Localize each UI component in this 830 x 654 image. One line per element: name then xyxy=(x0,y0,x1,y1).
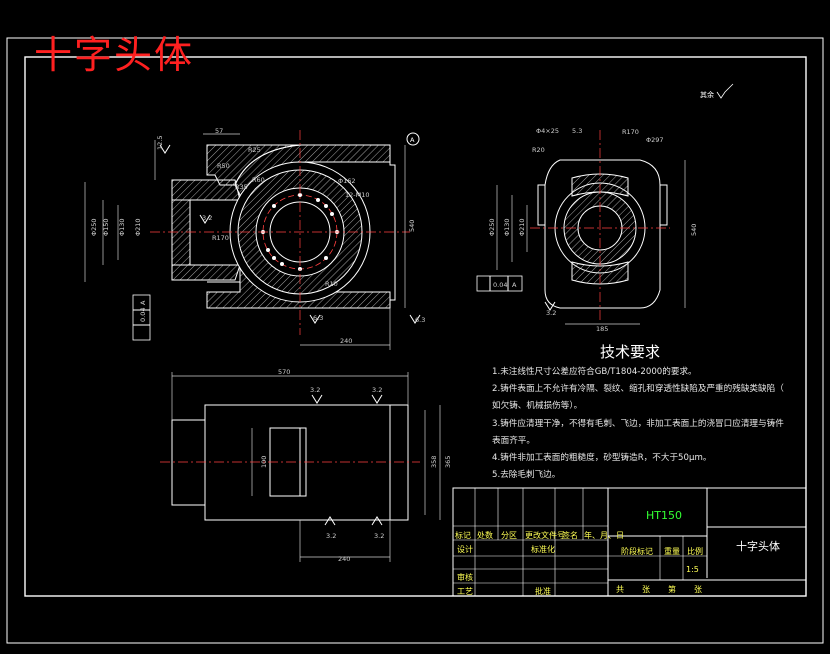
front-dim-texts: 57 R25 R50 R35 R60 Φ162 12-M10 R170 Φ250… xyxy=(90,127,425,345)
dim-label: R50 xyxy=(217,162,230,170)
dim-label: 0.04 xyxy=(139,308,147,322)
side-geom-tolerance-frame xyxy=(476,275,523,292)
dim-label: Φ297 xyxy=(646,136,664,144)
side-dim-texts: Φ4×25 5.3 R170 Φ297 R20 Φ250 Φ130 Φ210 5… xyxy=(488,127,698,333)
tb-left-label: 设计 xyxy=(457,545,473,554)
tech-requirements-list: 1.未注线性尺寸公差应符合GB/T1804-2000的要求。 2.铸件表面上不允… xyxy=(492,364,792,484)
dim-label: R60 xyxy=(252,176,265,184)
dim-label: Φ162 xyxy=(338,177,356,185)
tb-mid-label: 阶段标记 xyxy=(621,547,653,556)
roughness-note-symbol xyxy=(716,83,734,99)
tb-mid-label: 比例 xyxy=(687,547,703,556)
dim-label: R170 xyxy=(212,234,229,242)
tech-requirement-item: 5.去除毛刺飞边。 xyxy=(492,470,561,481)
tb-header-cell: 处数 xyxy=(477,531,493,540)
dim-label: 365 xyxy=(444,456,452,468)
dim-label: Φ130 xyxy=(503,218,511,236)
section-marker-label: A xyxy=(410,136,415,144)
dim-label: 5.3 xyxy=(572,127,582,135)
tech-requirement-item: 1.未注线性尺寸公差应符合GB/T1804-2000的要求。 xyxy=(492,367,697,377)
tech-requirement-item: 4.铸件非加工表面的粗糙度，砂型铸造R，不大于50μm。 xyxy=(492,453,712,464)
dim-label: Φ210 xyxy=(518,218,526,236)
dim-label: 100 xyxy=(260,456,268,468)
side-outline xyxy=(544,159,661,309)
drawing-overlay-title: 十字头体 xyxy=(34,33,195,77)
bottom-dim-texts: 570 3.2 3.2 100 358 365 3.2 3.2 240 xyxy=(260,368,452,563)
title-block-part-name: 十字头体 xyxy=(736,540,780,553)
dim-label: Φ150 xyxy=(102,218,110,236)
tb-left-label: 批准 xyxy=(535,587,551,596)
tech-requirement-item: 3.铸件应清理干净，不得有毛刺、飞边，非加工表面上的浇冒口应清理与铸件 xyxy=(492,418,784,429)
dim-label: 570 xyxy=(278,368,290,376)
dim-label: 3.2 xyxy=(326,532,336,540)
dim-label: R170 xyxy=(622,128,639,136)
tb-header-cell: 标记 xyxy=(455,531,471,540)
dim-label: 3.2 xyxy=(546,309,556,317)
dim-label: Φ210 xyxy=(134,218,142,236)
tb-left-label: 标准化 xyxy=(531,545,555,554)
dim-label: 0.04 xyxy=(493,281,507,289)
dim-label: A xyxy=(139,300,147,305)
dim-label: 3.2 xyxy=(374,532,384,540)
bottom-view xyxy=(160,372,441,562)
dim-label: R25 xyxy=(248,146,261,154)
tb-sheet-label: 共 xyxy=(616,585,624,594)
tb-header-cell: 分区 xyxy=(501,531,517,540)
tb-left-label: 工艺 xyxy=(457,587,473,596)
tb-mid-label: 重量 xyxy=(664,547,680,556)
dim-label: R35 xyxy=(235,183,248,191)
tb-header-cell: 年、月、日 xyxy=(584,531,624,540)
roughness-note: 其余 xyxy=(700,91,714,99)
dim-label: 3.2 xyxy=(310,386,320,394)
outer-border xyxy=(6,37,824,644)
title-block-material: HT150 xyxy=(646,509,682,522)
section-marker xyxy=(406,132,420,146)
dim-label: Φ4×25 xyxy=(536,127,559,135)
dim-label: 540 xyxy=(690,224,698,236)
tb-header-cell: 签名 xyxy=(562,531,578,540)
tech-requirement-item: 2.铸件表面上不允许有冷隔、裂纹、缩孔和穿透性缺陷及严重的残缺类缺陷（ xyxy=(492,384,784,395)
dim-label: 12-M10 xyxy=(345,191,370,199)
dim-label: 3.2 xyxy=(202,214,212,222)
tb-sheet-label: 第 xyxy=(668,585,676,594)
dim-label: 240 xyxy=(338,555,350,563)
dim-label: 185 xyxy=(596,325,608,333)
dim-label: 358 xyxy=(430,456,438,468)
dim-label: 3.2 xyxy=(372,386,382,394)
dim-label: Φ130 xyxy=(118,218,126,236)
inner-border xyxy=(24,56,807,597)
dim-label: R10 xyxy=(325,280,338,288)
tb-sheet-label: 张 xyxy=(694,585,702,594)
title-block xyxy=(452,487,807,597)
dim-label: 6.3 xyxy=(415,316,425,324)
dim-label: 12.5 xyxy=(156,136,164,150)
title-block-scale: 1:5 xyxy=(686,565,699,574)
dim-label: R20 xyxy=(532,146,545,154)
dim-label: 57 xyxy=(215,127,223,135)
tech-requirements-title: 技术要求 xyxy=(600,343,661,361)
dim-label: 240 xyxy=(340,337,352,345)
tb-sheet-label: 张 xyxy=(642,585,650,594)
tech-requirement-item: 如欠铸、机械损伤等）。 xyxy=(492,401,583,412)
tech-requirement-item: 表面齐平。 xyxy=(492,435,535,446)
front-geom-tolerance-frame xyxy=(132,294,151,341)
dim-label: Φ250 xyxy=(488,218,496,236)
tb-header-cell: 更改文件号 xyxy=(525,531,565,540)
front-section-view xyxy=(84,130,421,350)
dim-label: 6.3 xyxy=(313,314,323,322)
dim-label: A xyxy=(512,281,517,289)
dim-label: Φ250 xyxy=(90,218,98,236)
tb-left-label: 审核 xyxy=(457,573,473,582)
dim-label: 540 xyxy=(408,220,416,232)
bottom-main-body xyxy=(204,404,391,521)
side-view xyxy=(476,130,686,325)
